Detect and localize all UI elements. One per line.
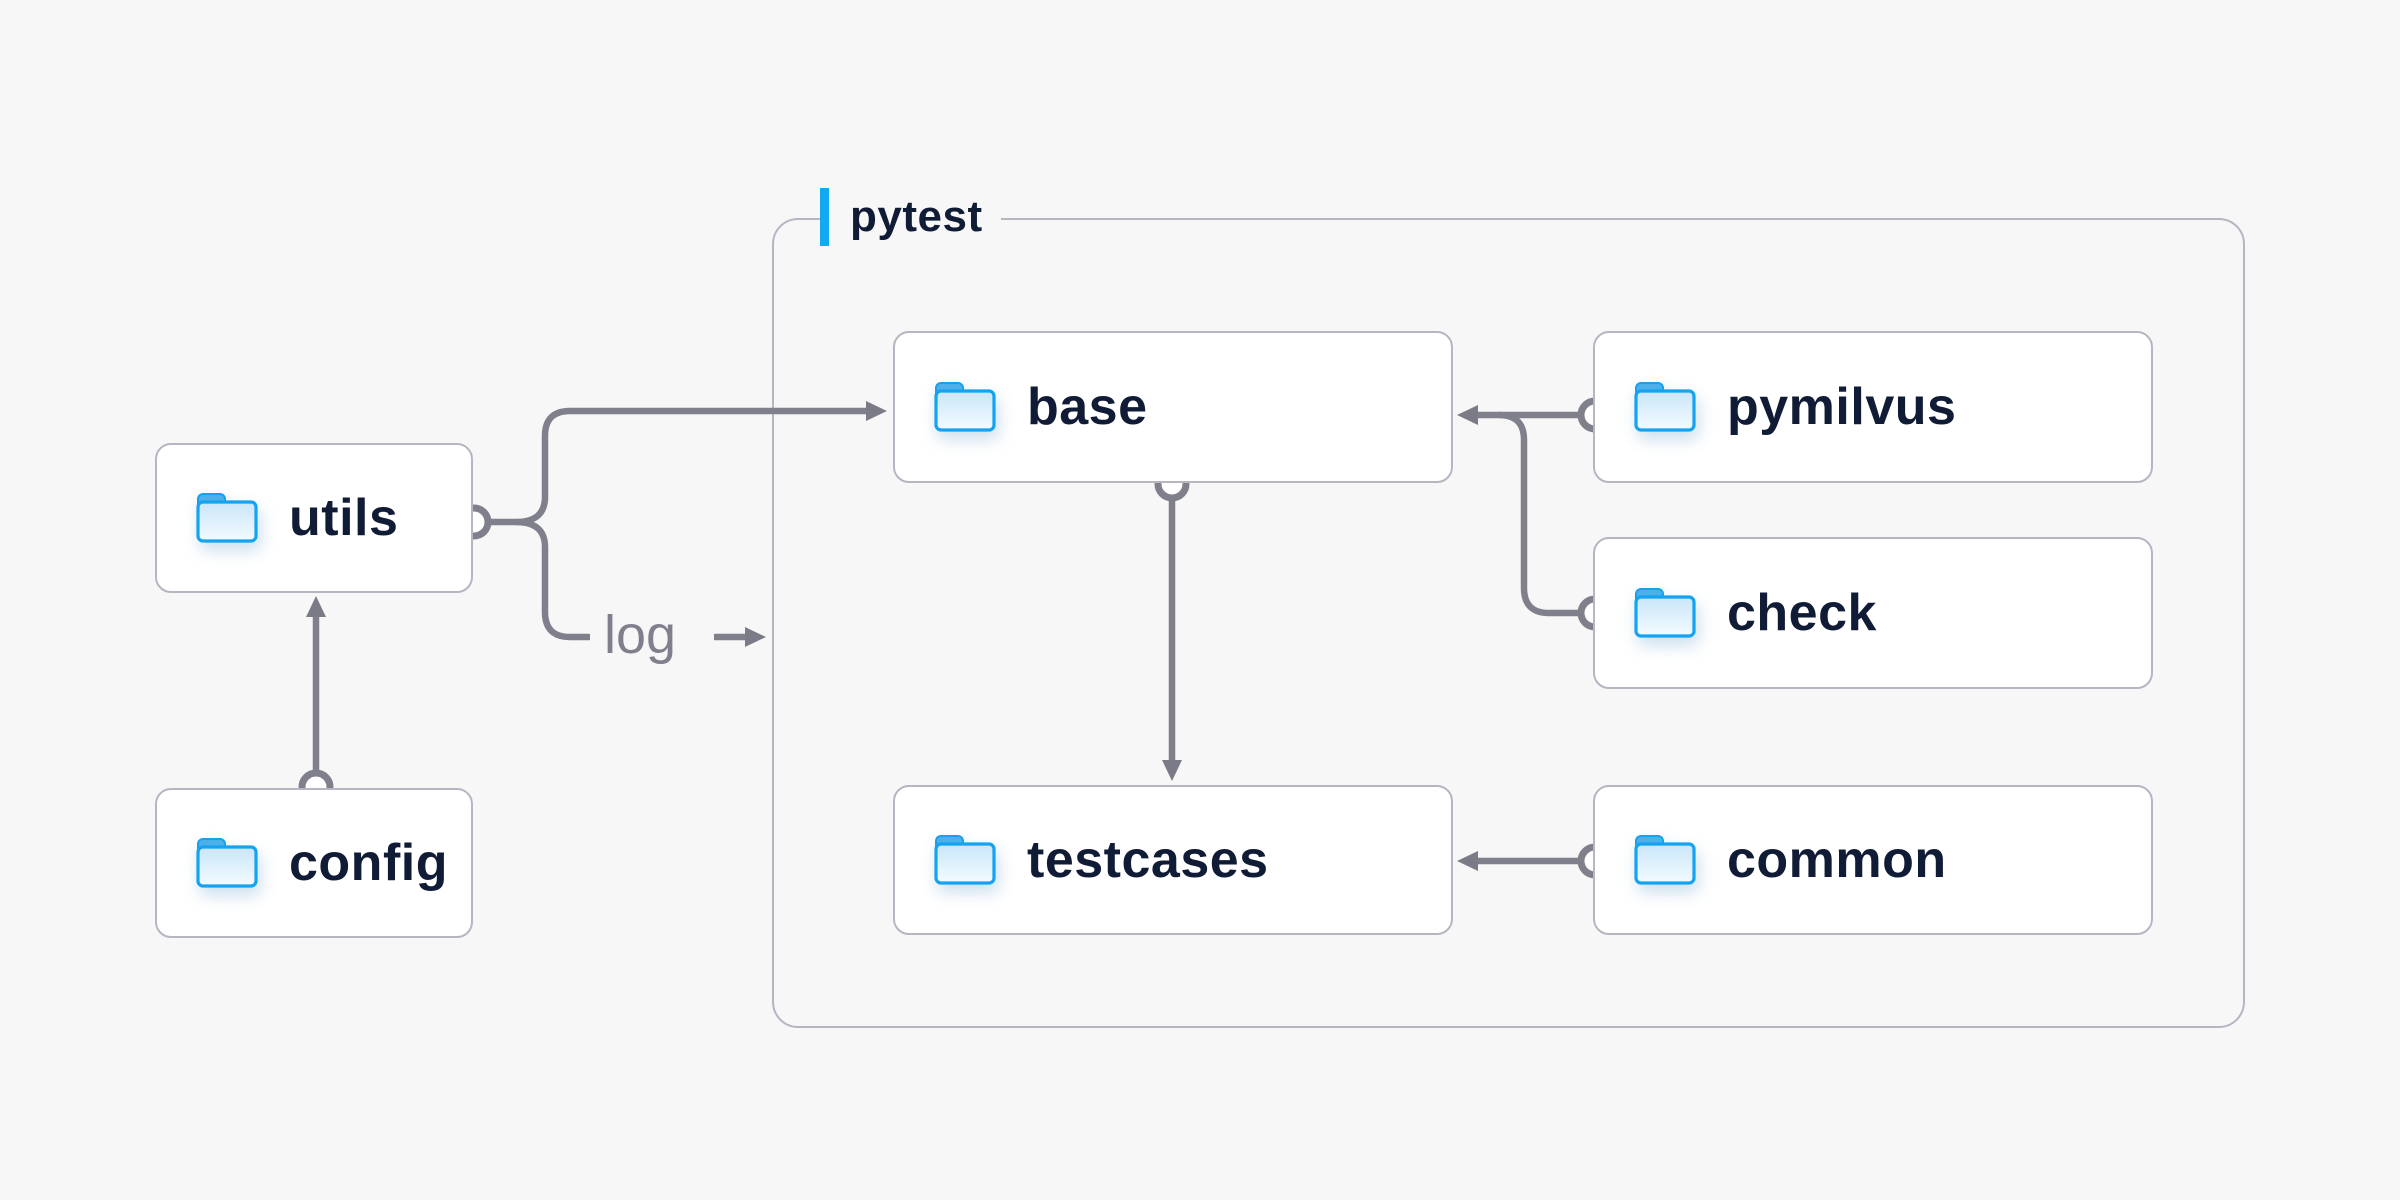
node-label: config [289, 834, 448, 892]
folder-icon [1634, 382, 1696, 432]
node-label: common [1727, 831, 1947, 889]
folder-icon [934, 382, 996, 432]
node-testcases: testcases [893, 785, 1453, 935]
accent-bar [820, 188, 829, 246]
pytest-group-label: pytest [820, 186, 1001, 248]
pytest-group-box [772, 218, 2245, 1028]
node-pymilvus: pymilvus [1593, 331, 2153, 483]
node-label: check [1727, 584, 1877, 642]
folder-icon [934, 835, 996, 885]
node-label: pymilvus [1727, 378, 1957, 436]
node-label: testcases [1027, 831, 1269, 889]
folder-icon [196, 493, 258, 543]
folder-icon [1634, 835, 1696, 885]
node-utils: utils [155, 443, 473, 593]
node-common: common [1593, 785, 2153, 935]
node-check: check [1593, 537, 2153, 689]
edge-utils-to-log [515, 518, 590, 641]
node-label: utils [289, 489, 399, 547]
node-base: base [893, 331, 1453, 483]
group-label-text: pytest [850, 192, 983, 241]
folder-icon [196, 838, 258, 888]
edge-label-log: log [604, 605, 677, 665]
folder-icon [1634, 588, 1696, 638]
node-config: config [155, 788, 473, 938]
node-label: base [1027, 378, 1148, 436]
